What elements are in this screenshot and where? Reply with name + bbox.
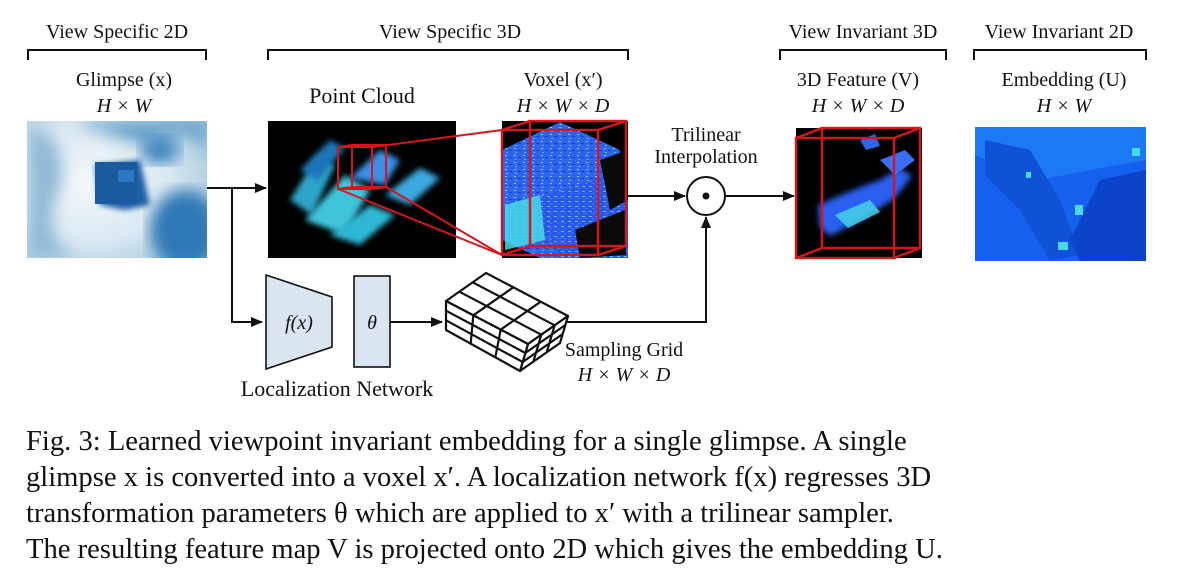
caption-line-4: The resulting feature map V is projected… [26,534,943,565]
section-label-view-specific-3d: View Specific 3D [379,21,521,43]
glimpse-dims: H × W [96,95,154,117]
sampling-grid-line [545,325,556,353]
feature-3d-dims: H × W × D [811,95,905,117]
point-cloud-title: Point Cloud [309,83,415,108]
bracket-view-specific-3d: View Specific 3D [267,21,629,60]
bracket-view-specific-2d: View Specific 2D [27,21,207,60]
sampling-grid-line [445,319,524,363]
sampling-grid-icon [444,271,570,373]
f-x-label: f(x) [285,312,313,334]
embedding-dims: H × W [1036,95,1094,117]
arrow-glimpse-to-localization [231,188,263,327]
embedding-title: Embedding (U) [1002,69,1127,91]
theta-label: θ [367,312,377,334]
feature-3d-image [794,126,922,260]
glimpse-image [27,121,207,258]
glimpse-title: Glimpse (x) [76,69,172,91]
f-x-block [265,273,333,371]
embedding-image [975,127,1146,261]
trilinear-operator [686,176,726,216]
section-label-view-invariant-2d: View Invariant 2D [985,21,1134,43]
trilinear-label-line1: Trilinear [671,124,741,146]
sampling-grid-title: Sampling Grid [565,339,683,361]
sampling-grid-line [500,300,542,331]
diagram: View Specific 2D View Specific 3D View I… [27,21,1147,401]
voxel-dims: H × W × D [516,95,610,117]
theta-block [353,275,391,368]
voxel-zoom-lines [337,129,503,256]
flow-arrows [207,183,795,327]
bracket-view-invariant-2d: View Invariant 2D [973,21,1147,60]
section-label-view-invariant-3d: View Invariant 3D [789,21,938,43]
localization-network-title: Localization Network [241,376,433,401]
sampling-grid-line [472,281,556,327]
figure-caption: Fig. 3: Learned viewpoint invariant embe… [26,424,1154,568]
sampling-grid-dims: H × W × D [577,364,671,386]
sampling-grid-line [494,329,502,358]
voxel-image [500,119,628,258]
caption-line-1: Fig. 3: Learned viewpoint invariant embe… [26,426,907,457]
arrow-grid-to-trilinear [565,216,711,323]
caption-line-2: glimpse x is converted into a voxel x′. … [26,462,932,493]
sampling-grid-line [524,324,566,354]
sampling-grid-line [458,290,542,336]
diagram-canvas: View Specific 2D View Specific 3D View I… [27,21,1147,401]
voxel-title: Voxel (x′) [524,69,603,91]
sampling-grid-line [469,315,475,344]
localization-network: f(x) θ Localization Network [241,273,433,401]
sampling-grid-line [522,333,564,363]
caption-line-3: transformation parameters θ which are ap… [26,498,894,529]
trilinear-label-line2: Interpolation [654,146,757,168]
feature-3d-title: 3D Feature (V) [797,69,919,91]
bracket-view-invariant-3d: View Invariant 3D [779,21,947,60]
point-cloud-image [268,121,456,258]
section-label-view-specific-2d: View Specific 2D [46,21,188,43]
sampling-grid-line [445,309,526,354]
sampling-grid-line [532,334,543,362]
sampling-grid-line [472,286,514,317]
